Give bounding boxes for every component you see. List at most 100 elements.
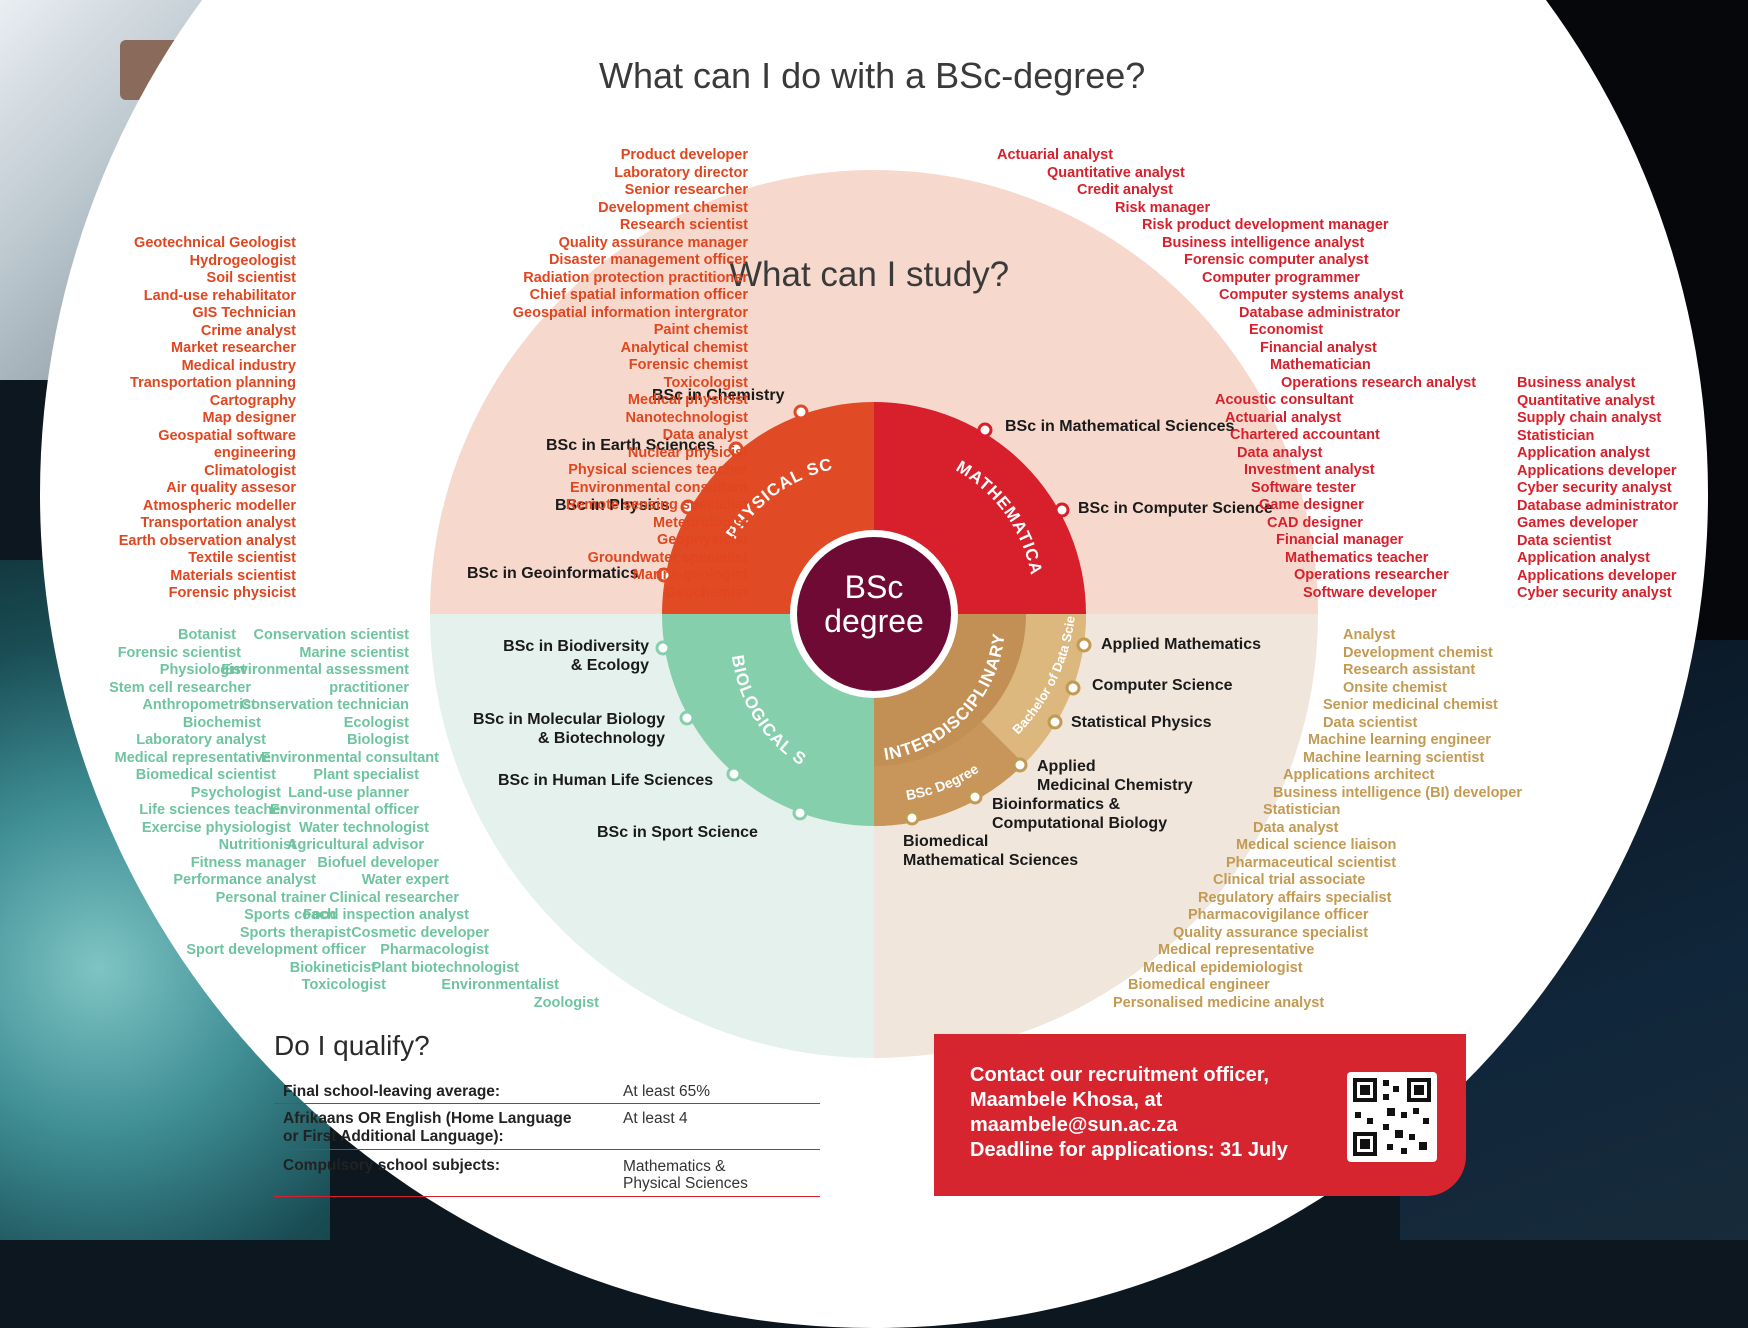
career-item: Operations research analyst [1281,374,1477,391]
career-item: Chief spatial information officer [529,287,748,303]
career-item: Nutritionist [218,837,296,853]
contact-line-2: Maambele Khosa, at [970,1089,1163,1111]
contact-line-1: Contact our recruitment officer, [970,1064,1269,1086]
bio-markers [655,640,808,821]
career-item: Analytical chemist [620,339,748,356]
qr-code-icon[interactable] [1347,1072,1437,1162]
career-item: Paint chemist [653,322,748,338]
career-item: Machine learning engineer [1308,732,1491,748]
career-item: Groundwater specialist [587,549,748,566]
career-item: Analyst [1343,627,1396,643]
career-item: Plant specialist [313,767,419,783]
career-item: Research assistant [1343,662,1476,678]
study-title: What can I study? [729,255,1010,294]
career-item: Applications architect [1283,767,1435,783]
contact-email[interactable]: maambele@sun.ac.za [970,1114,1178,1136]
career-item: Business intelligence (BI) developer [1273,784,1522,801]
career-item: Credit analyst [1077,182,1173,198]
marker-earth [728,441,744,457]
career-item: Physical sciences teacher [568,462,748,478]
qualify-row: Final school-leaving average: At least 6… [274,1078,820,1104]
career-item: Computer systems analyst [1219,287,1404,303]
degree-geoinformatics: BSc in Geoinformatics [467,565,639,582]
qualify-label: Afrikaans OR English (Home Language or F… [283,1110,572,1145]
marker-chemistry [793,404,809,420]
career-item: Materials scientist [170,567,296,584]
career-item: Business analyst [1517,375,1636,391]
career-item: Botanist [178,627,236,643]
career-item: Biomedical scientist [135,767,276,783]
career-item: Senior researcher [624,182,748,198]
career-item: Soil scientist [206,270,296,286]
degree-comp-sci: Computer Science [1092,677,1233,694]
career-item: Personal trainer [215,889,326,906]
career-item: Research scientist [619,217,748,233]
career-item: Forensic physicist [168,585,296,601]
career-item: Investment analyst [1244,462,1375,478]
career-item: Agricultural advisor [287,837,424,853]
career-item: Acoustic consultant [1215,392,1354,408]
career-item: Game designer [1259,497,1364,513]
career-item: Quantitative analyst [1517,392,1655,409]
career-item: Life sciences teacher [139,802,286,818]
career-item: Food inspection analyst [303,907,469,923]
degree-applied-math: Applied Mathematics [1101,636,1262,653]
career-item: Development chemist [598,199,748,216]
career-item: Personalised medicine analyst [1113,994,1325,1011]
marker-stat-physics [1047,714,1063,730]
contact-deadline: Deadline for applications: 31 July [970,1139,1288,1161]
marker-human-life [726,766,742,782]
career-item: Transportation analyst [140,515,296,531]
career-item: Data analyst [1253,819,1339,836]
career-item: Quality assurance specialist [1173,924,1369,941]
career-item: Data scientist [1323,714,1418,731]
career-item: Nanotechnologist [625,409,748,426]
career-item: Cosmetic developer [351,924,489,941]
career-item: Water expert [361,872,449,888]
career-item: Nuclear physicist [627,444,748,461]
career-item: Geotechnical Geologist [134,235,296,251]
career-item: Senior medicinal chemist [1323,697,1498,713]
marker-computer [1054,502,1070,518]
career-item: Mathematician [1270,357,1371,373]
career-item: Environmental assessment [221,662,409,678]
career-item: Machine learning scientist [1303,749,1485,766]
career-item: Earth observation analyst [118,532,296,549]
career-item: Forensic chemist [628,357,748,373]
marker-physics [680,499,696,515]
degree-molecular: BSc in Molecular Biology& Biotechnology [472,711,665,747]
career-item: Software tester [1251,479,1356,496]
career-item: Application analyst [1517,445,1650,461]
career-item: Textile scientist [188,550,296,566]
career-item: Disaster management officer [548,252,748,268]
career-item: Clinical researcher [329,889,459,906]
career-item: Environmental consultant [569,479,748,496]
center-label-bsc: BSc [845,569,904,605]
math-markers [977,422,1070,518]
marker-applied-med [1012,757,1028,773]
career-item: Air quality assesor [166,480,296,496]
career-item: Risk manager [1115,199,1211,216]
main-title: What can I do with a BSc-degree? [599,55,1146,96]
career-item: Financial manager [1276,532,1404,548]
center-label-degree: degree [824,603,924,639]
career-item: Chartered accountant [1230,427,1380,443]
career-item: Climatologist [204,462,296,479]
career-item: Onsite chemist [1343,679,1447,696]
career-item: Toxicologist [301,977,386,993]
career-item: Medical physicist [627,392,748,408]
career-item: Biofuel developer [317,854,439,871]
career-item: Anthropometrist [142,697,256,713]
career-item: Biologist [346,732,409,748]
career-item: practitioner [329,679,409,696]
career-item: Environmental officer [269,802,419,818]
degree-biodiversity: BSc in Biodiversity& Ecology [503,638,649,674]
career-item: Meteorologist [652,514,748,531]
marker-molecular [679,710,695,726]
career-item: Pharmaceutical scientist [1226,854,1397,871]
career-item: Physiologist [159,662,246,678]
